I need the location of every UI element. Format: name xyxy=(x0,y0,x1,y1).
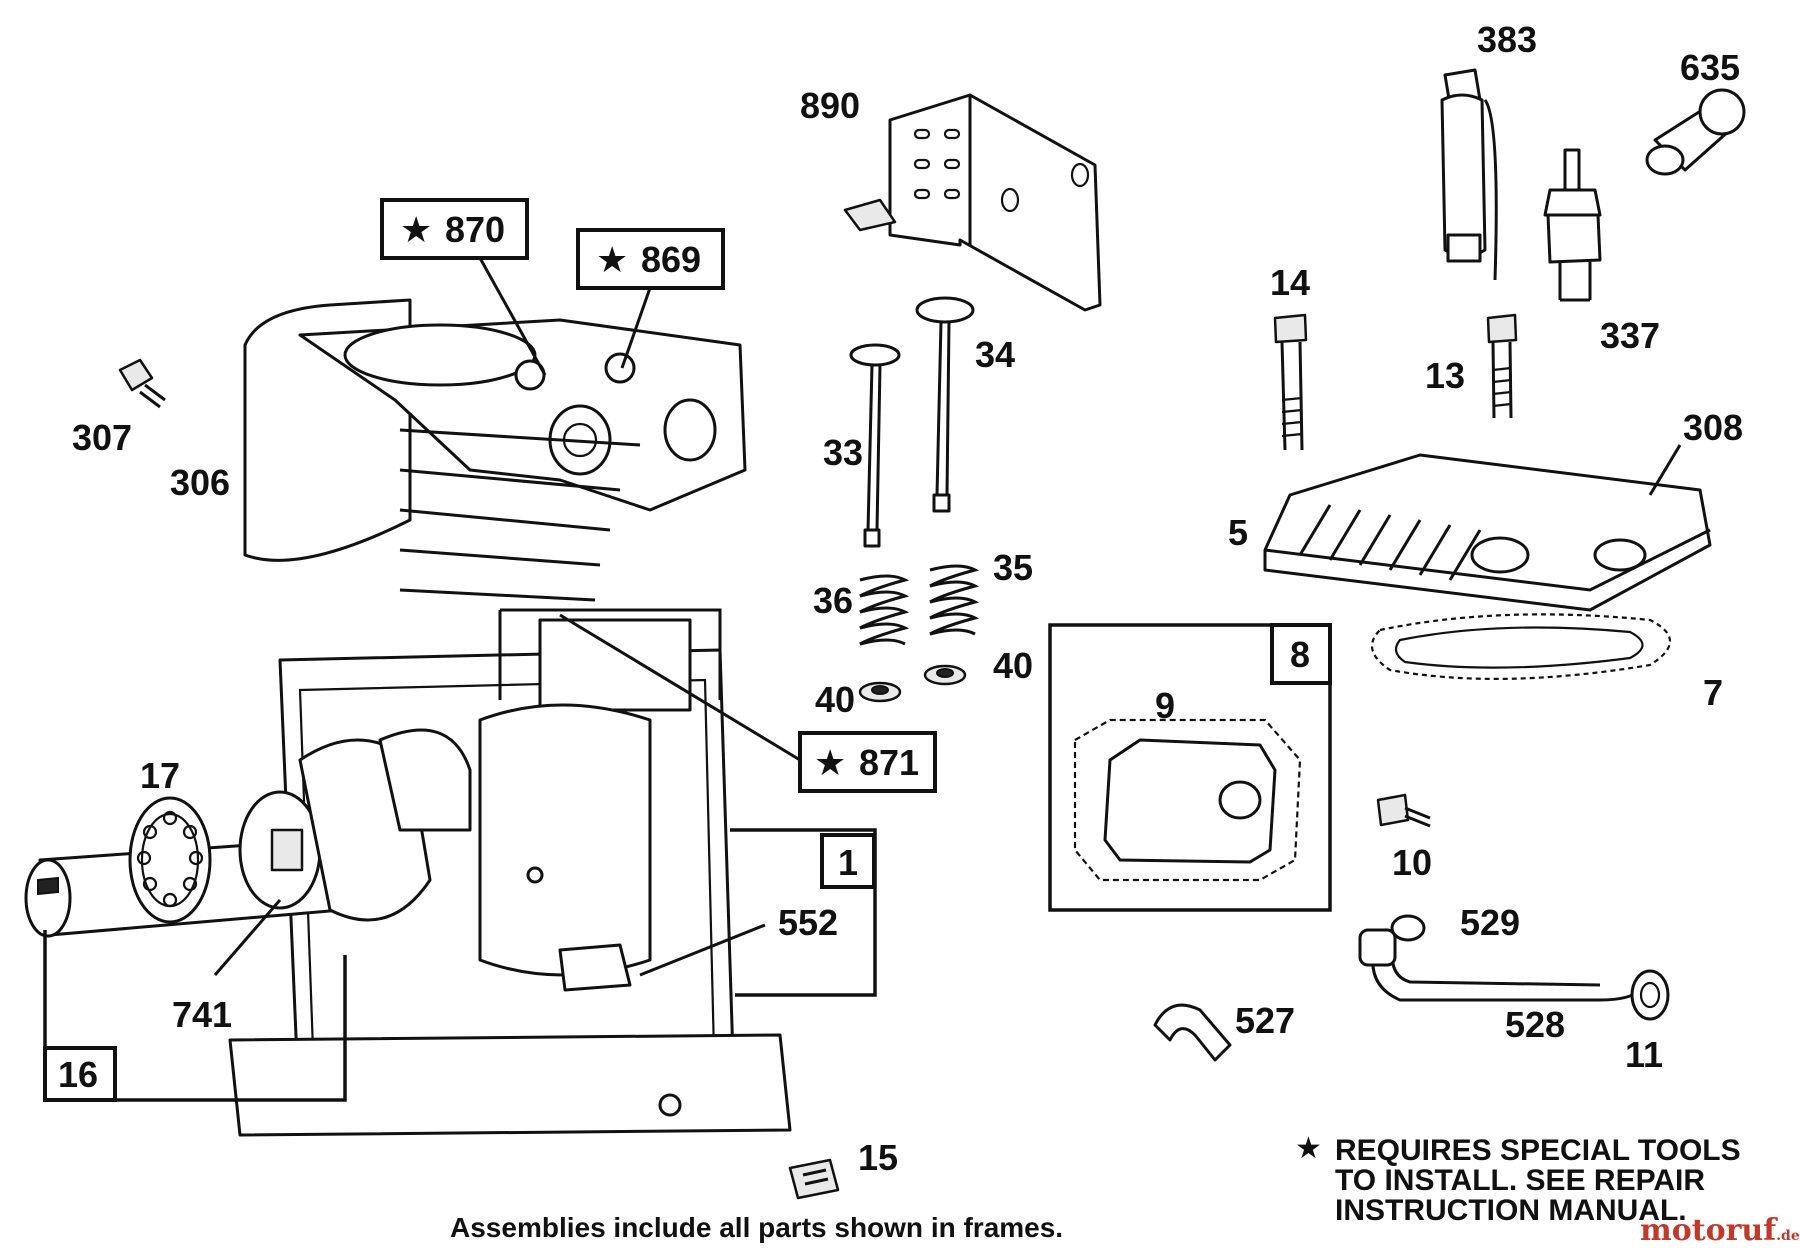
clip-527-part xyxy=(1153,1003,1232,1062)
label-7: 7 xyxy=(1703,672,1723,713)
frame-16 xyxy=(43,930,347,1102)
label-529: 529 xyxy=(1460,902,1520,943)
label-16: 16 xyxy=(58,1054,98,1095)
label-871: 871 xyxy=(859,742,919,783)
label-337: 337 xyxy=(1600,315,1660,356)
label-306: 306 xyxy=(170,462,230,503)
label-36: 36 xyxy=(813,580,853,621)
breather-cover-9-part xyxy=(1073,718,1302,882)
label-40-left: 40 xyxy=(815,679,855,720)
label-5: 5 xyxy=(1228,512,1248,553)
label-383: 383 xyxy=(1477,19,1537,60)
label-308: 308 xyxy=(1683,407,1743,448)
label-13: 13 xyxy=(1425,355,1465,396)
label-35: 35 xyxy=(993,547,1033,588)
callout-box-869 xyxy=(576,228,725,290)
assemblies-caption: Assemblies include all parts shown in fr… xyxy=(450,1212,1063,1243)
watermark: motoruf.de xyxy=(1640,1213,1800,1248)
star-icon: ★ xyxy=(596,239,628,280)
star-icon: ★ xyxy=(1295,1132,1322,1165)
callout-box-870 xyxy=(380,198,529,260)
callout-box-16 xyxy=(43,1046,117,1102)
crankshaft-part xyxy=(24,728,472,938)
callout-box-8 xyxy=(1270,623,1332,685)
label-635: 635 xyxy=(1680,47,1740,88)
frame-1 xyxy=(730,828,877,997)
note-line-3: INSTRUCTION MANUAL. xyxy=(1335,1194,1687,1227)
leader-lines xyxy=(213,257,1682,977)
label-552: 552 xyxy=(778,902,838,943)
label-527: 527 xyxy=(1235,1000,1295,1041)
spark-plug-337-part xyxy=(1543,148,1602,302)
star-icon: ★ xyxy=(814,742,846,783)
bolt-14-part xyxy=(1273,313,1308,451)
bolt-307-part xyxy=(118,358,166,409)
label-528: 528 xyxy=(1505,1004,1565,1045)
label-40-right: 40 xyxy=(993,645,1033,686)
valve-retainers-part xyxy=(858,664,967,703)
label-17: 17 xyxy=(140,755,180,796)
label-9: 9 xyxy=(1155,685,1175,726)
label-15: 15 xyxy=(858,1137,898,1178)
frame-8 xyxy=(1048,623,1332,912)
label-33: 33 xyxy=(823,432,863,473)
note-line-2: TO INSTALL. SEE REPAIR xyxy=(1335,1164,1705,1197)
label-34: 34 xyxy=(975,334,1015,375)
cylinder-block-part xyxy=(228,298,792,1137)
valves-part xyxy=(849,296,975,548)
cylinder-head-308-part xyxy=(1263,453,1712,612)
label-870: 870 xyxy=(445,209,505,250)
label-741: 741 xyxy=(172,994,232,1035)
star-icon: ★ xyxy=(400,209,432,250)
note-line-1: REQUIRES SPECIAL TOOLS xyxy=(1335,1134,1741,1167)
label-307: 307 xyxy=(72,417,132,458)
bracket-890-part xyxy=(843,93,1102,312)
gasket-7-part xyxy=(1370,613,1671,680)
breather-tube-part xyxy=(1358,914,1670,1021)
drain-plug-15-part xyxy=(788,1158,840,1200)
bolt-13-part xyxy=(1486,313,1518,419)
bolt-10-part xyxy=(1376,793,1431,828)
watermark-main: motoruf xyxy=(1640,1213,1778,1248)
watermark-suffix: .de xyxy=(1776,1228,1800,1244)
label-10: 10 xyxy=(1392,842,1432,883)
label-1: 1 xyxy=(838,842,858,883)
label-14: 14 xyxy=(1270,262,1310,303)
label-11: 11 xyxy=(1625,1034,1663,1075)
ignition-coil-383-part xyxy=(1440,68,1498,281)
label-869: 869 xyxy=(641,239,701,280)
label-8: 8 xyxy=(1290,634,1310,675)
callout-box-1 xyxy=(820,833,876,889)
callout-box-871 xyxy=(798,731,937,793)
label-890: 890 xyxy=(800,85,860,126)
valve-springs-part xyxy=(859,564,980,646)
spark-plug-boot-635-part xyxy=(1645,88,1746,176)
